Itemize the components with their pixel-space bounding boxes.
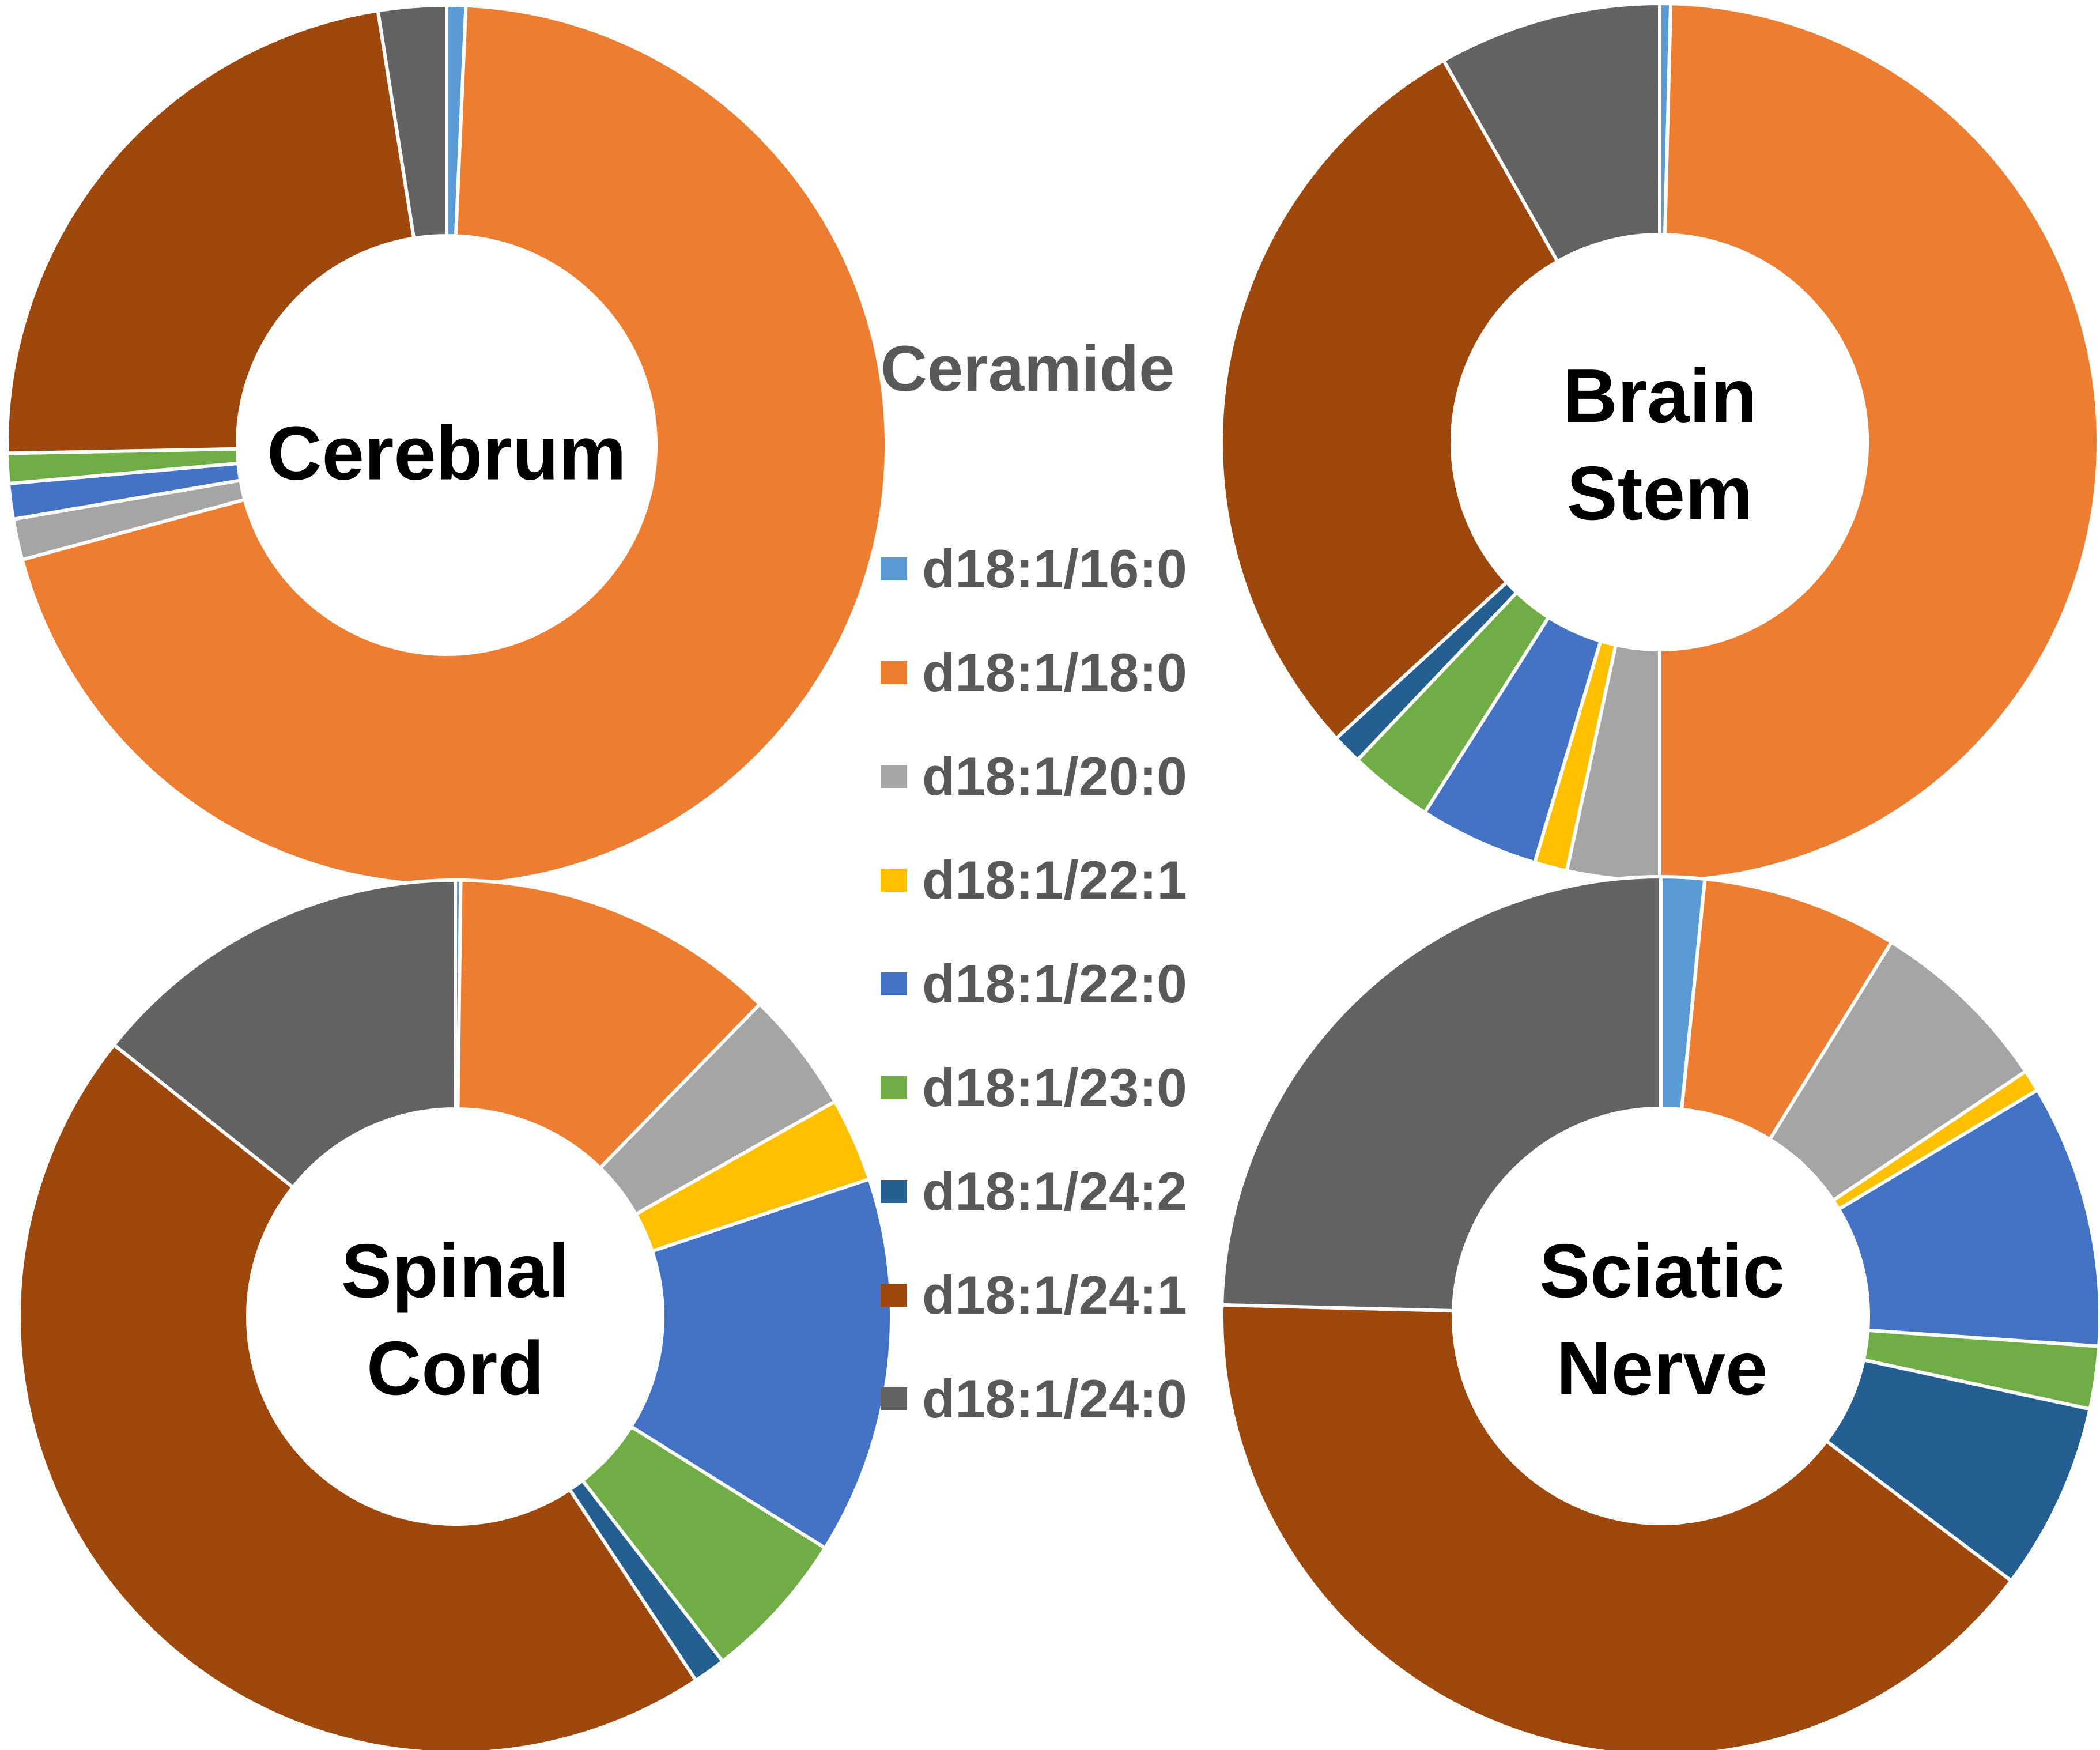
slice-spinal-cord-d18:1/18:0 xyxy=(456,878,762,1171)
legend-title: Ceramide xyxy=(881,333,1175,405)
slice-spinal-cord-d18:1/24:0 xyxy=(111,878,457,1190)
donut-cerebrum xyxy=(5,3,888,887)
legend-item-d18:1/22:1: d18:1/22:1 xyxy=(881,828,1249,932)
legend-item-d18:1/20:0: d18:1/20:0 xyxy=(881,725,1249,828)
legend-item-d18:1/23:0: d18:1/23:0 xyxy=(881,1036,1249,1140)
slice-cerebrum-d18:1/24:1 xyxy=(5,8,416,455)
legend-item-d18:1/24:0: d18:1/24:0 xyxy=(881,1347,1249,1451)
legend-swatch-d18:1/24:0 xyxy=(881,1387,907,1411)
slice-cerebrum-d18:1/24:0 xyxy=(376,3,448,240)
slice-brain-stem-d18:1/24:1 xyxy=(1219,58,1560,741)
legend-swatch-d18:1/24:2 xyxy=(881,1180,907,1204)
legend-swatch-d18:1/24:1 xyxy=(881,1284,907,1307)
legend-label: d18:1/16:0 xyxy=(922,538,1187,599)
legend-label: d18:1/22:1 xyxy=(922,850,1187,911)
slice-sciatic-nerve-d18:1/20:0 xyxy=(1767,940,2029,1203)
legend-label: d18:1/18:0 xyxy=(922,642,1187,703)
legend-swatch-d18:1/20:0 xyxy=(881,765,907,789)
legend-swatch-d18:1/22:0 xyxy=(881,972,907,996)
slice-cerebrum-d18:1/18:0 xyxy=(20,3,888,887)
legend-label: d18:1/20:0 xyxy=(922,746,1187,807)
donut-spinal-cord xyxy=(17,878,893,1750)
brain-stem-label: Brain Stem xyxy=(1562,353,1757,535)
legend-label: d18:1/22:0 xyxy=(922,953,1187,1014)
legend-item-d18:1/18:0: d18:1/18:0 xyxy=(881,621,1249,725)
legend-item-d18:1/16:0: d18:1/16:0 xyxy=(881,517,1249,621)
slice-brain-stem-d18:1/18:0 xyxy=(1658,2,2100,883)
legend-swatch-d18:1/22:1 xyxy=(881,869,907,892)
sciatic-nerve-label: Sciatic Nerve xyxy=(1539,1228,1785,1410)
legend-swatch-d18:1/16:0 xyxy=(881,557,907,581)
slice-sciatic-nerve-d18:1/24:2 xyxy=(1824,1357,2093,1583)
legend-item-d18:1/22:0: d18:1/22:0 xyxy=(881,932,1249,1036)
legend-label: d18:1/23:0 xyxy=(922,1057,1187,1118)
slice-sciatic-nerve-d18:1/24:0 xyxy=(1220,874,1663,1313)
legend-swatch-d18:1/18:0 xyxy=(881,661,907,685)
legend-swatch-d18:1/23:0 xyxy=(881,1076,907,1100)
cerebrum-label: Cerebrum xyxy=(267,410,626,496)
legend-items: d18:1/16:0 d18:1/18:0 d18:1/20:0 d18:1/22:1… xyxy=(881,517,1249,1451)
donut-sciatic-nerve xyxy=(1220,874,2100,1750)
slice-brain-stem-d18:1/24:0 xyxy=(1441,1,1661,264)
legend-label: d18:1/24:1 xyxy=(922,1265,1187,1326)
slice-spinal-cord-d18:1/24:1 xyxy=(17,1042,698,1750)
donut-brain-stem xyxy=(1219,1,2100,883)
spinal-cord-label: Spinal Cord xyxy=(341,1228,570,1410)
legend-label: d18:1/24:0 xyxy=(922,1368,1187,1430)
legend-item-d18:1/24:2: d18:1/24:2 xyxy=(881,1140,1249,1243)
legend-item-d18:1/24:1: d18:1/24:1 xyxy=(881,1243,1249,1347)
legend-label: d18:1/24:2 xyxy=(922,1161,1187,1222)
slice-sciatic-nerve-d18:1/24:1 xyxy=(1220,1303,2014,1750)
